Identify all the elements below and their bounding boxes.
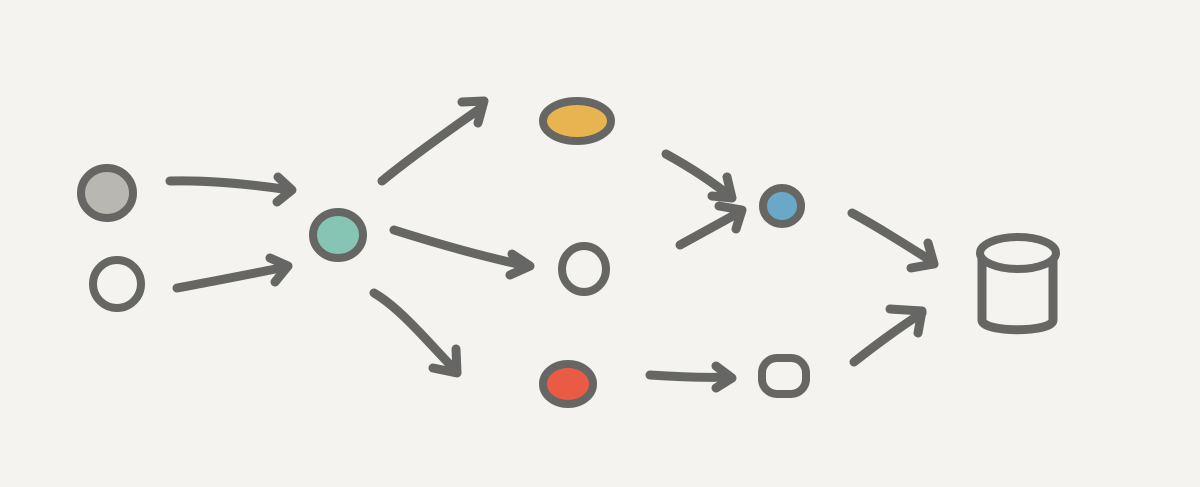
arrow-teal-to-white-mid	[389, 225, 535, 280]
arrow-blue-to-database	[847, 208, 939, 273]
yellow-node	[539, 97, 615, 145]
arrow-white-mid-to-blue	[675, 201, 747, 250]
arrow-yellow-to-blue	[661, 149, 737, 203]
hub-teal-node	[309, 208, 367, 262]
white-small-node	[758, 354, 810, 398]
blue-node	[759, 184, 805, 228]
arrow-red-to-white-small	[645, 361, 737, 393]
arrow-white-to-teal	[172, 253, 293, 293]
source-white-node	[89, 256, 145, 312]
red-node	[539, 360, 597, 408]
arrow-gray-to-teal	[165, 172, 297, 207]
arrow-white-small-to-database	[849, 304, 927, 367]
arrow-teal-to-yellow	[377, 96, 489, 186]
source-gray-node	[77, 164, 137, 222]
database-icon	[976, 233, 1060, 335]
white-mid-node	[558, 242, 610, 296]
arrow-teal-to-red	[369, 288, 462, 378]
